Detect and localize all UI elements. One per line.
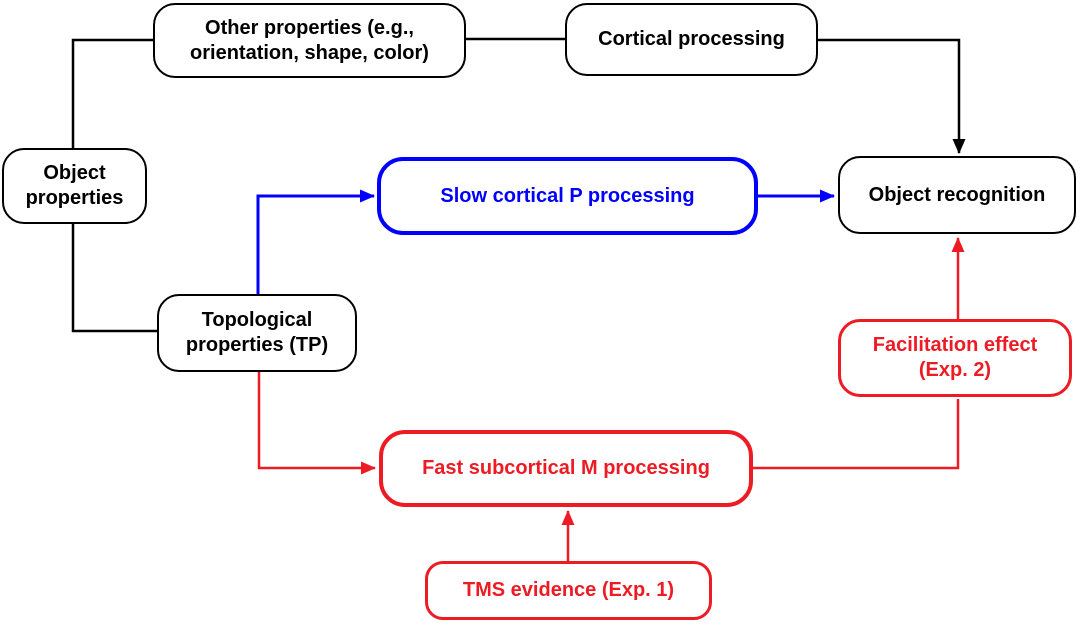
node-object-recognition-label: Object recognition <box>868 183 1046 206</box>
node-object-properties: Object properties <box>2 148 147 224</box>
node-cortical-processing-label: Cortical processing <box>598 28 785 50</box>
node-object-recognition: Object recognition <box>838 156 1076 234</box>
node-slow-cortical-p-processing: Slow cortical P processing <box>377 157 758 235</box>
node-object-properties-label: Object properties <box>25 162 124 209</box>
edge-topological-to-slow-cortical <box>256 189 375 295</box>
node-other-properties: Other properties (e.g., orientation, sha… <box>153 3 466 78</box>
node-facilitation-effect-label: Facilitation effect (Exp. 2) <box>872 334 1038 381</box>
edge-fast-subcortical-to-facilitation <box>752 399 960 470</box>
node-topological-properties-label: Topological properties (TP) <box>185 309 329 356</box>
edge-object-properties-to-topological <box>71 222 158 333</box>
node-slow-cortical-p-processing-label: Slow cortical P processing <box>440 184 695 207</box>
node-other-properties-label: Other properties (e.g., orientation, sha… <box>190 16 429 64</box>
edge-cortical-processing-to-object-recognition <box>817 38 966 154</box>
node-cortical-processing: Cortical processing <box>565 3 818 76</box>
edge-topological-to-fast-subcortical <box>257 371 376 475</box>
node-tms-evidence-label: TMS evidence (Exp. 1) <box>462 579 675 601</box>
edge-object-properties-to-other-properties <box>71 38 154 150</box>
node-facilitation-effect: Facilitation effect (Exp. 2) <box>838 319 1072 397</box>
node-fast-subcortical-m-processing-label: Fast subcortical M processing <box>422 457 710 479</box>
node-tms-evidence: TMS evidence (Exp. 1) <box>425 561 712 620</box>
node-fast-subcortical-m-processing: Fast subcortical M processing <box>379 430 753 507</box>
node-topological-properties: Topological properties (TP) <box>157 294 357 372</box>
